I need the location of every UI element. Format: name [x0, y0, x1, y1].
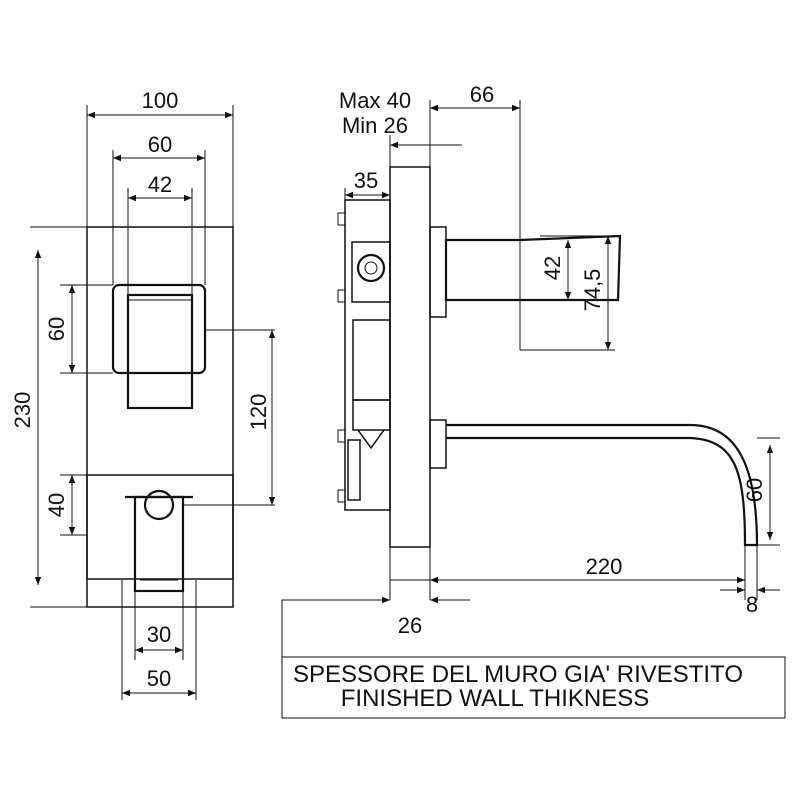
dim-max-40: Max 40: [339, 88, 411, 113]
diverter-plate: [86, 474, 234, 580]
note-line-2: FINISHED WALL THIKNESS: [341, 685, 650, 712]
dim-60-side: 60: [742, 478, 767, 502]
dim-35: 35: [354, 168, 378, 193]
dim-120: 120: [246, 394, 271, 431]
handle-side-lever: [444, 234, 622, 302]
valve-nut: [356, 253, 386, 283]
dim-40: 40: [44, 493, 69, 517]
dim-50: 50: [147, 666, 171, 691]
dim-30: 30: [147, 622, 171, 647]
wall-section: [389, 166, 431, 548]
diverter-knob-circle: [143, 489, 175, 521]
side-view: Max 40 Min 26 66 35 42 74,5 60 220: [337, 82, 780, 638]
dim-230: 230: [10, 392, 35, 429]
wall-thickness-note: SPESSORE DEL MURO GIA' RIVESTITO FINISHE…: [281, 599, 786, 719]
dim-60-left: 60: [44, 317, 69, 341]
mixer-handle-body: [126, 293, 194, 410]
front-view: 100 60 42 60 230 40 120 30: [10, 88, 276, 700]
mixer-handle-outer: [111, 283, 207, 375]
spout: [446, 423, 759, 547]
dim-220: 220: [586, 554, 623, 579]
cover-plate: [86, 226, 234, 608]
dim-74-5: 74,5: [580, 269, 605, 312]
dim-66: 66: [470, 82, 494, 107]
dim-60-top: 60: [148, 132, 172, 157]
note-line-1: SPESSORE DEL MURO GIA' RIVESTITO: [293, 661, 743, 688]
dim-100: 100: [142, 88, 179, 113]
dim-42-front: 42: [148, 172, 172, 197]
dim-8: 8: [746, 592, 758, 617]
dim-42-side: 42: [540, 256, 565, 280]
spout-plate: [429, 419, 447, 469]
dim-min-26: Min 26: [342, 113, 408, 138]
handle-side-plate: [429, 226, 447, 318]
diverter-knob: [133, 495, 185, 593]
dim-26: 26: [398, 613, 422, 638]
